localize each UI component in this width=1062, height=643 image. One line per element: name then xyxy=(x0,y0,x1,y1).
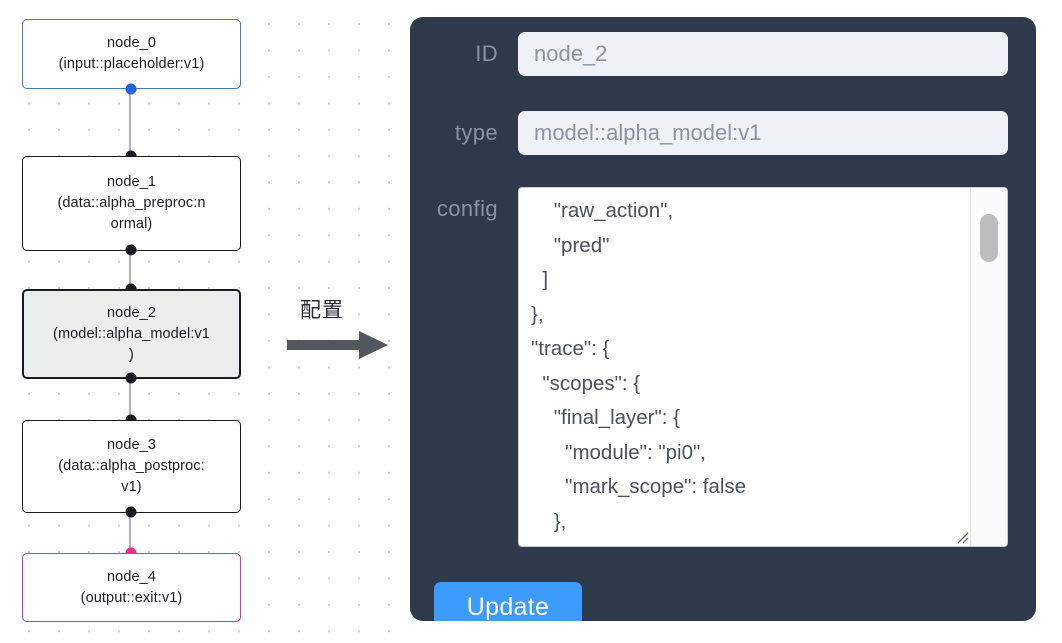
scrollbar-thumb[interactable] xyxy=(980,214,998,262)
transition-annotation: 配置 xyxy=(287,294,397,364)
graph-node-label: node_1 (data::alpha_preproc:n ormal) xyxy=(57,174,206,232)
edge-node2-node3 xyxy=(129,374,131,424)
field-row-type: type xyxy=(410,111,1008,155)
field-row-config: config "raw_action", "pred" ] }, "trace"… xyxy=(410,187,1008,547)
graph-node-node_3[interactable]: node_3 (data::alpha_postproc: v1) xyxy=(22,420,241,513)
type-input[interactable] xyxy=(518,111,1008,155)
graph-node-node_1[interactable]: node_1 (data::alpha_preproc:n ormal) xyxy=(22,156,241,251)
config-textarea[interactable]: "raw_action", "pred" ] }, "trace": { "sc… xyxy=(519,188,971,546)
field-row-id: ID xyxy=(410,32,1008,76)
graph-node-node_2[interactable]: node_2 (model::alpha_model:v1 ) xyxy=(22,289,241,379)
node-config-panel: ID type config "raw_action", "pred" ] },… xyxy=(410,17,1036,621)
port-node_0-out[interactable] xyxy=(125,83,137,95)
graph-node-label: node_3 (data::alpha_postproc: v1) xyxy=(58,437,205,495)
graph-node-label: node_4 (output::exit:v1) xyxy=(80,568,183,606)
id-field-label: ID xyxy=(475,41,498,66)
port-node_3-out[interactable] xyxy=(125,506,137,518)
config-vertical-scrollbar[interactable] xyxy=(970,188,1007,546)
transition-caption: 配置 xyxy=(300,298,344,322)
graph-node-node_0[interactable]: node_0 (input::placeholder:v1) xyxy=(22,19,241,89)
config-textarea-wrapper: "raw_action", "pred" ] }, "trace": { "sc… xyxy=(518,187,1008,547)
edge-node3-node4 xyxy=(129,508,131,553)
right-arrow-icon xyxy=(287,331,388,359)
resize-grip-icon[interactable] xyxy=(953,528,969,544)
graph-canvas[interactable]: node_0 (input::placeholder:v1) node_1 (d… xyxy=(0,0,400,643)
graph-node-label: node_2 (model::alpha_model:v1 ) xyxy=(53,304,210,363)
config-field-label: config xyxy=(436,196,498,221)
edge-node0-node1 xyxy=(129,88,131,158)
port-node_2-out[interactable] xyxy=(125,372,137,384)
graph-node-node_4[interactable]: node_4 (output::exit:v1) xyxy=(22,553,241,622)
update-button[interactable]: Update xyxy=(434,582,582,621)
type-field-label: type xyxy=(454,120,498,145)
graph-node-label: node_0 (input::placeholder:v1) xyxy=(58,35,205,72)
id-input[interactable] xyxy=(518,32,1008,76)
port-node_1-out[interactable] xyxy=(125,244,137,256)
edge-node1-node2 xyxy=(129,245,131,315)
